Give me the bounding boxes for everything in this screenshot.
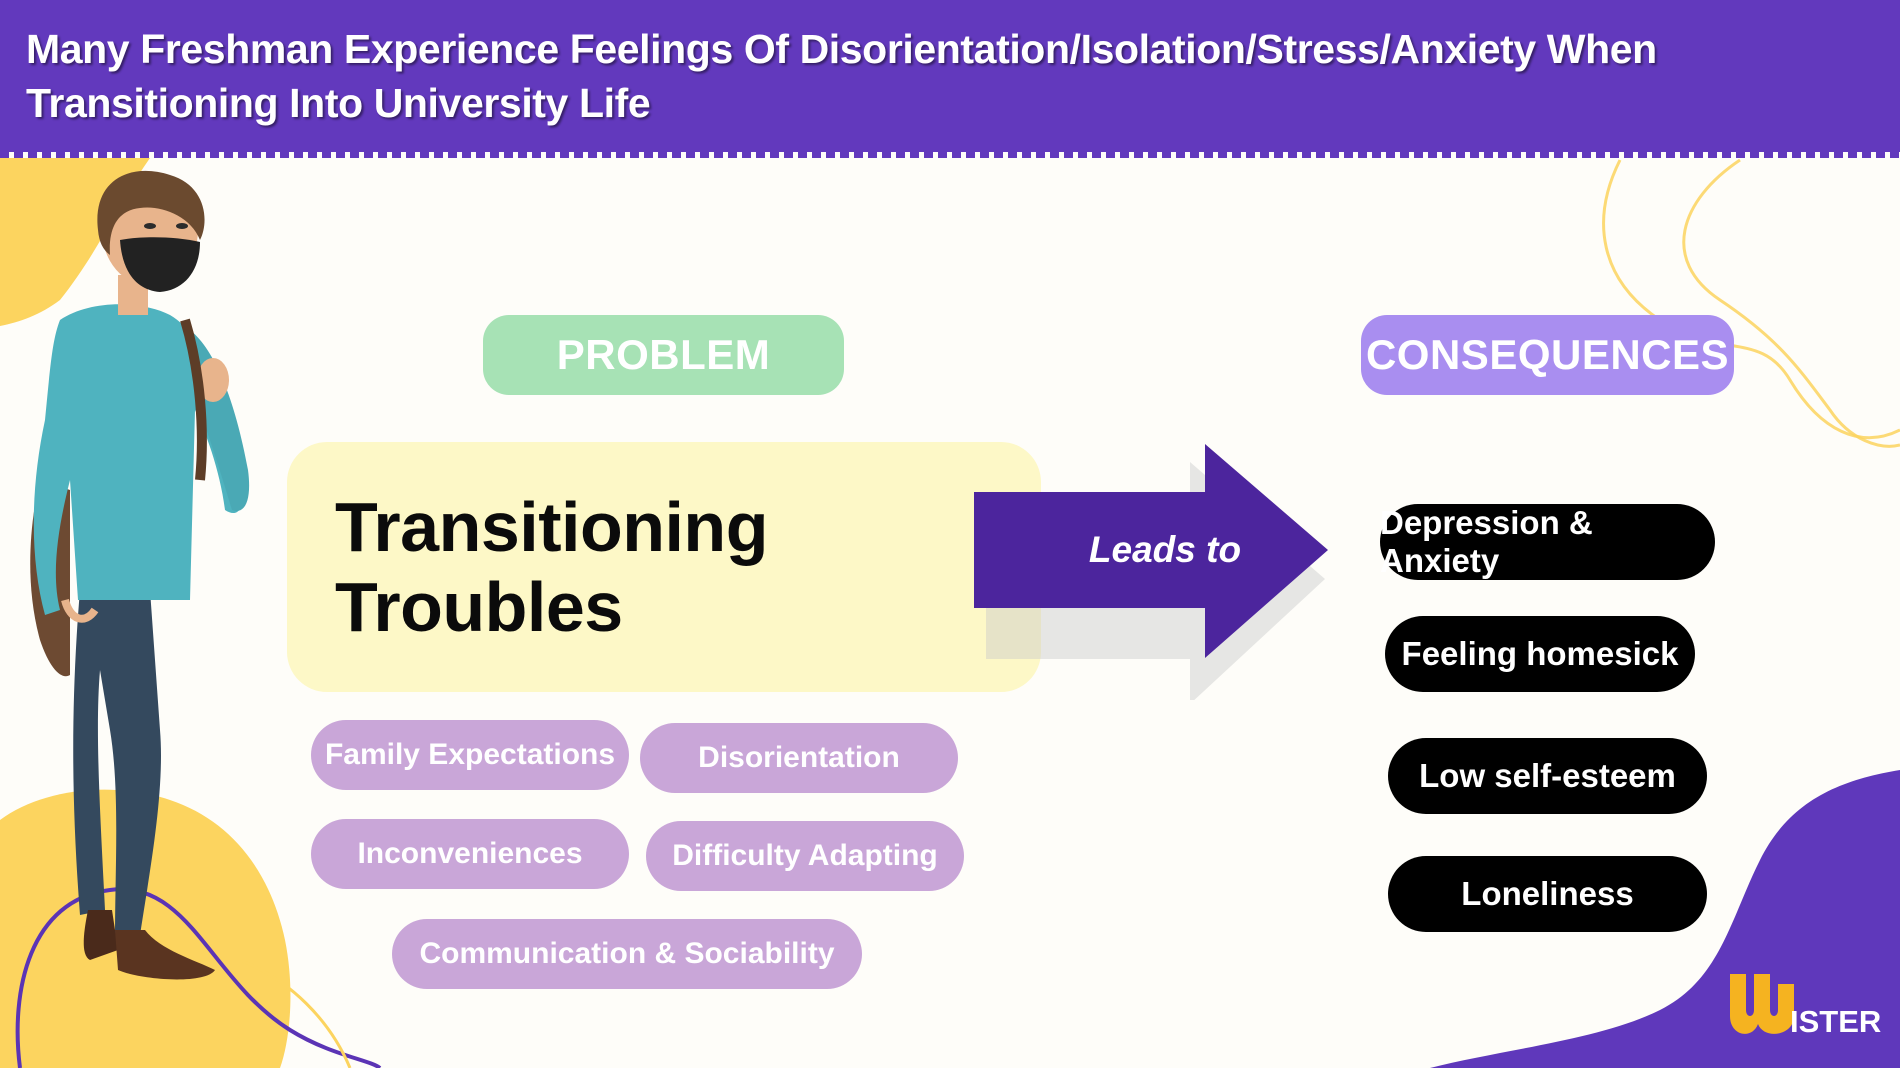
cause-disorientation: Disorientation xyxy=(640,723,958,793)
problem-label: PROBLEM xyxy=(483,315,844,395)
consequence-depression-anxiety: Depression & Anxiety xyxy=(1380,504,1715,580)
consequence-loneliness: Loneliness xyxy=(1388,856,1707,932)
student-illustration xyxy=(30,170,250,980)
consequences-label: CONSEQUENCES xyxy=(1361,315,1734,395)
cause-difficulty-adapting: Difficulty Adapting xyxy=(646,821,964,891)
banner-dashed-border xyxy=(0,150,1900,158)
logo-text: ISTER xyxy=(1790,1004,1882,1039)
header-banner xyxy=(0,0,1900,152)
cause-inconveniences: Inconveniences xyxy=(311,819,629,889)
leads-to-label: Leads to xyxy=(1088,529,1242,570)
leads-to-arrow xyxy=(974,444,1328,700)
cause-communication-sociability: Communication & Sociability xyxy=(392,919,862,989)
consequence-feeling-homesick: Feeling homesick xyxy=(1385,616,1695,692)
consequence-low-self-esteem: Low self-esteem xyxy=(1388,738,1707,814)
problem-box xyxy=(287,442,1041,692)
problem-title: Transitioning Troubles xyxy=(335,488,768,646)
logo-mark xyxy=(1730,974,1794,1034)
page-title: Many Freshman Experience Feelings Of Dis… xyxy=(26,26,1657,126)
cause-family-expectations: Family Expectations xyxy=(311,720,629,790)
